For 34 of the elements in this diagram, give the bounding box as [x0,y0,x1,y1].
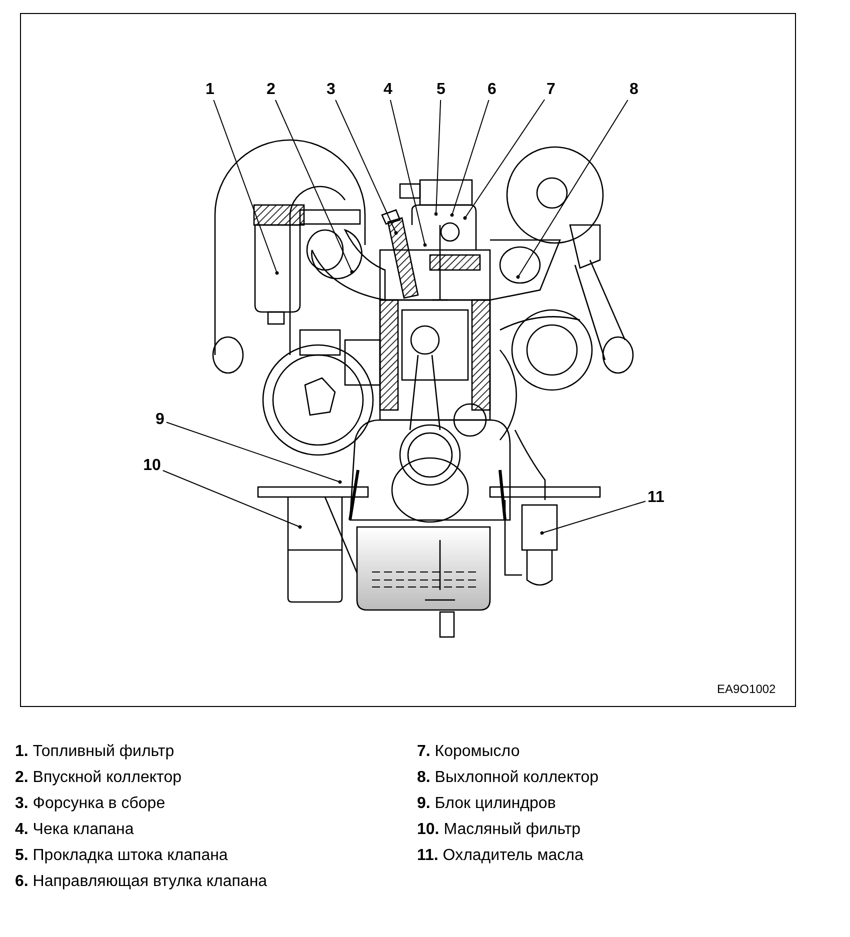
callout-number: 3 [326,81,336,99]
legend-entry: 2. Впускной коллектор [15,768,182,788]
callout-number: 6 [488,81,496,99]
legend-entry: 8. Выхлопной коллектор [417,768,599,788]
legend-entry: 1. Топливный фильтр [15,742,174,762]
leader-line [274,100,354,274]
leader-line [516,100,628,279]
legend-entry: 5. Прокладка штока клапана [15,846,228,866]
callout-number: 11 [648,489,664,507]
leader-line [390,100,427,247]
callout-number: 7 [546,81,556,99]
legend-entry: 4. Чека клапана [15,820,134,840]
callout-number: 1 [206,81,214,99]
callout-number: 2 [266,81,276,99]
leader-line [434,100,442,216]
leader-line [463,99,546,220]
callout-number: 4 [384,81,392,99]
leader-line [450,100,490,217]
legend-entry: 6. Направляющая втулка клапана [15,872,268,892]
legend-entry: 7. Коромысло [417,742,520,762]
leader-line [335,100,398,235]
callout-number: 8 [630,81,638,99]
leader-line [162,470,302,529]
legend-entry: 10. Масляный фильтр [417,820,581,840]
legend-entry: 11. Охладитель масла [417,846,584,866]
leader-line [213,100,279,275]
callout-number: 5 [436,81,446,99]
legend-entry: 3. Форсунка в сборе [15,794,166,814]
callout-number: 10 [143,457,161,475]
leader-line [540,500,646,535]
legend-entry: 9. Блок цилиндров [417,794,556,814]
figure-code: EA9O1002 [717,682,776,696]
leader-line [166,422,342,484]
callout-number: 9 [156,411,164,429]
